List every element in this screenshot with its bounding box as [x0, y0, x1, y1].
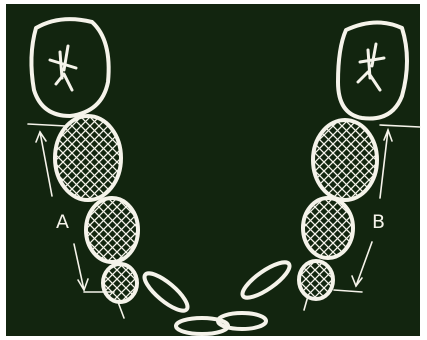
span-label-a: A: [56, 211, 69, 233]
left-premolar-1: [55, 116, 121, 200]
right-premolar-3: [299, 261, 333, 299]
left-premolar-3: [103, 264, 137, 302]
span-label-b: B: [372, 211, 385, 233]
right-premolar-1: [313, 120, 377, 200]
right-premolar-2: [303, 198, 353, 258]
left-premolar-2: [86, 198, 138, 262]
